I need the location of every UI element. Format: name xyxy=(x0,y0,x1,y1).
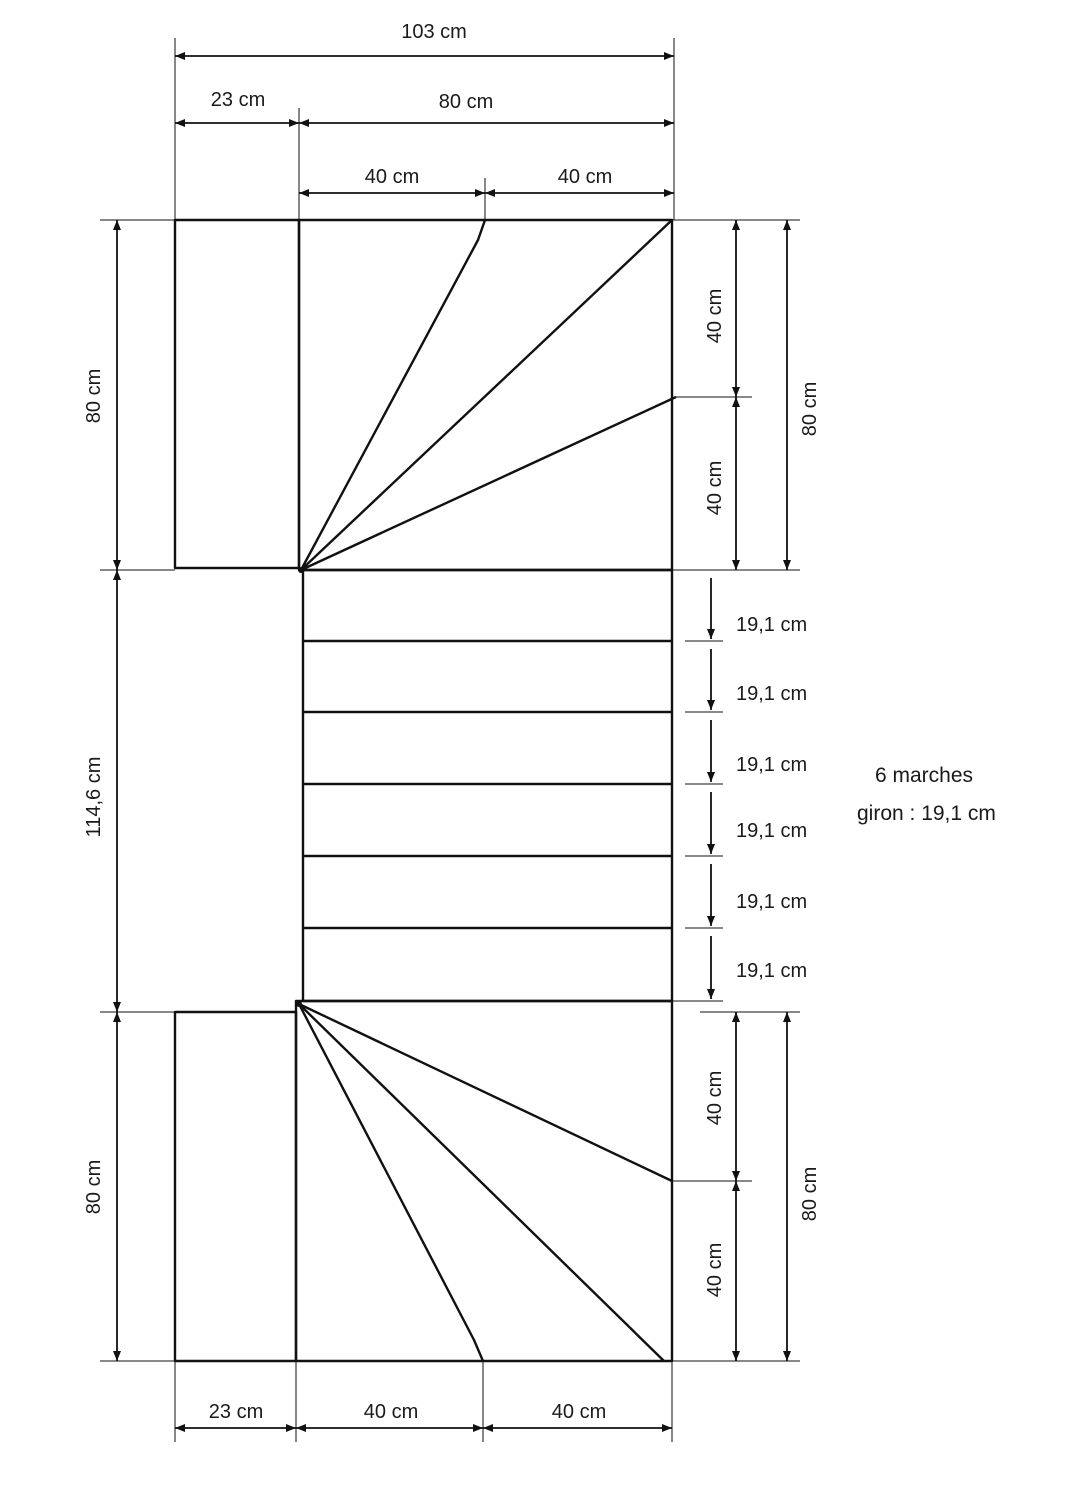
label-right-lower-b: 40 cm xyxy=(704,1243,726,1297)
label-right-upper-total: 80 cm xyxy=(799,382,821,436)
label-left-middle: 114,6 cm xyxy=(83,757,105,838)
label-tread-3: 19,1 cm xyxy=(736,754,807,776)
dimension-lines xyxy=(113,52,791,1432)
stair-structure xyxy=(173,218,677,1363)
label-top-sub-left: 40 cm xyxy=(365,166,419,188)
upper-winder-line-1 xyxy=(299,219,487,571)
dimension-labels: 103 cm 23 cm 80 cm 40 cm 40 cm 80 cm 114… xyxy=(83,21,821,1423)
label-bottom-right: 40 cm xyxy=(552,1401,606,1423)
label-tread-5: 19,1 cm xyxy=(736,891,807,913)
tread-depth-note: giron : 19,1 cm xyxy=(857,802,996,825)
label-tread-6: 19,1 cm xyxy=(736,960,807,982)
lower-pivot-point xyxy=(296,1001,302,1007)
label-top-right: 80 cm xyxy=(439,91,493,113)
label-tread-4: 19,1 cm xyxy=(736,820,807,842)
label-bottom-mid: 40 cm xyxy=(364,1401,418,1423)
label-right-upper-a: 40 cm xyxy=(704,289,726,343)
label-right-lower-a: 40 cm xyxy=(704,1071,726,1125)
label-tread-2: 19,1 cm xyxy=(736,683,807,705)
label-left-lower: 80 cm xyxy=(83,1160,105,1214)
label-top-sub-right: 40 cm xyxy=(558,166,612,188)
label-top-total: 103 cm xyxy=(401,21,467,43)
label-right-lower-total: 80 cm xyxy=(799,1167,821,1221)
lower-winder-line-1 xyxy=(298,1002,673,1183)
upper-newel-block xyxy=(173,218,301,570)
lower-winder-line-2 xyxy=(298,1003,665,1362)
lower-winder-line-3 xyxy=(297,1003,485,1362)
label-right-upper-b: 40 cm xyxy=(704,461,726,515)
lower-newel-block xyxy=(173,1010,298,1363)
steps-count-note: 6 marches xyxy=(875,764,974,787)
label-top-left: 23 cm xyxy=(211,89,265,111)
upper-pivot-point xyxy=(298,567,304,573)
upper-winder-line-2 xyxy=(300,219,673,571)
upper-winder-line-3 xyxy=(300,395,677,572)
label-tread-1: 19,1 cm xyxy=(736,614,807,636)
label-left-upper: 80 cm xyxy=(83,369,105,423)
straight-flight xyxy=(301,568,674,1003)
label-bottom-left: 23 cm xyxy=(209,1401,263,1423)
extension-lines xyxy=(100,38,800,1442)
